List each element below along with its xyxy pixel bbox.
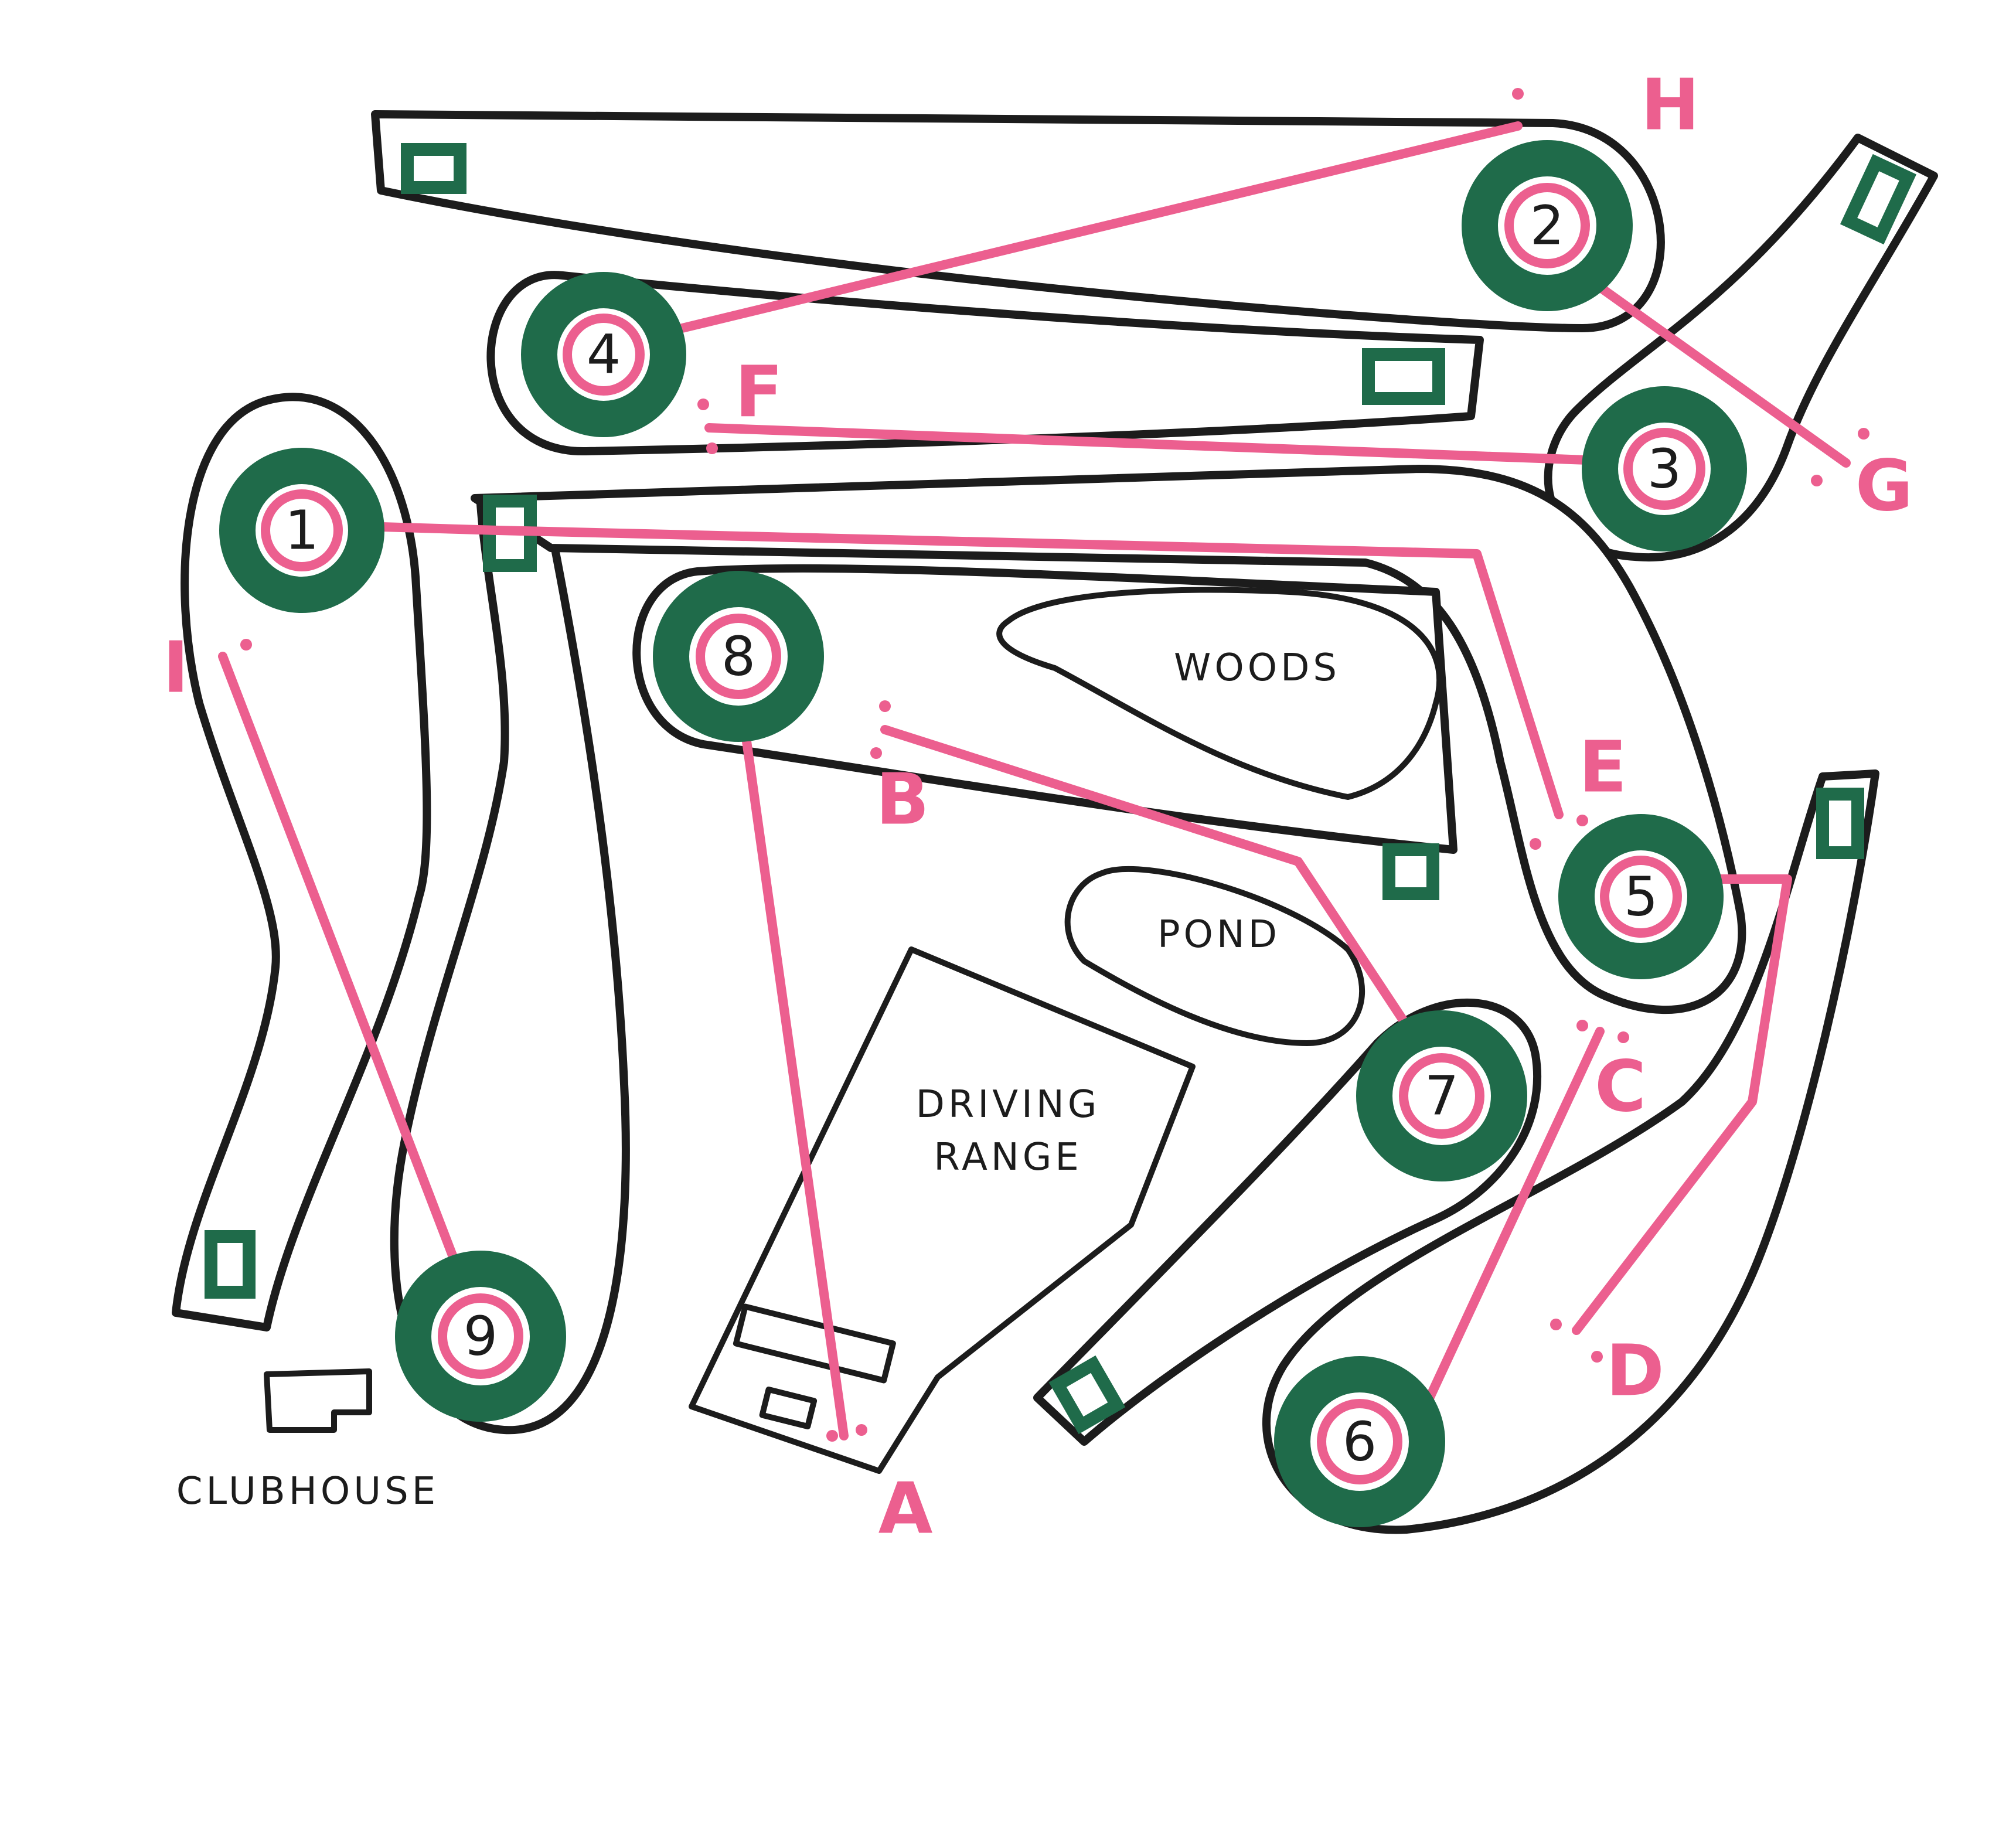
marker-label-c[interactable]: C [1595,1047,1646,1128]
marker-dots [240,88,1869,1442]
marker-label-h[interactable]: H [1641,65,1700,147]
hole-number-4: 4 [587,323,621,386]
driving-range-hut [759,1386,818,1429]
hole-number-9: 9 [464,1305,498,1368]
tee-box-hole-8 [1382,843,1439,900]
pond-area [1064,866,1365,1046]
driving-range-label-line2: RANGE [934,1136,1082,1179]
route-h-to-hole-4 [605,121,1523,350]
green-hole-7[interactable]: 7 [1356,1010,1527,1181]
green-hole-4[interactable]: 4 [521,272,686,437]
green-hole-9[interactable]: 9 [395,1251,566,1422]
green-hole-5[interactable]: 5 [1558,814,1724,979]
marker-label-a[interactable]: A [878,1469,933,1550]
tee-box-hole-6 [1816,788,1864,859]
route-c-to-hole-6 [1402,1027,1605,1452]
clubhouse-label: CLUBHOUSE [176,1470,439,1513]
marker-label-b[interactable]: B [876,760,929,841]
route-b-to-hole-7 [880,725,1435,1065]
marker-label-f[interactable]: F [735,352,783,434]
route-f-to-hole-3 [704,423,1672,468]
marker-label-i[interactable]: I [163,628,189,709]
green-hole-8[interactable]: 8 [653,571,824,742]
route-hole-8-to-a [734,678,849,1440]
pond-label: POND [1157,913,1281,956]
hole-number-7: 7 [1425,1065,1459,1128]
green-hole-6[interactable]: 6 [1274,1356,1445,1527]
hole-number-2: 2 [1530,195,1565,257]
green-hole-2[interactable]: 2 [1462,140,1633,311]
driving-range-label-line1: DRIVING [916,1083,1101,1126]
hole-number-3: 3 [1647,438,1682,500]
tee-box-hole-2 [401,143,466,194]
hole-number-8: 8 [721,625,756,688]
tee-box-hole-4 [1362,348,1445,405]
route-i-to-hole-9 [218,652,474,1303]
green-hole-3[interactable]: 3 [1582,386,1747,551]
driving-range-tee-box [733,1303,896,1384]
marker-label-g[interactable]: G [1855,446,1913,527]
hole-number-5: 5 [1624,866,1659,928]
hole-number-6: 6 [1343,1411,1377,1473]
route-hole-1-to-tee [300,520,1564,819]
route-hole-2-to-g [1554,253,1851,468]
woods-area [996,587,1443,800]
hole-number-1: 1 [285,499,319,562]
clubhouse-building [264,1368,372,1433]
woods-label: WOODS [1174,646,1340,690]
tee-box-hole-7 [1048,1355,1126,1435]
tee-box-hole-9 [205,1230,256,1299]
marker-label-e[interactable]: E [1579,727,1627,809]
green-hole-1[interactable]: 1 [219,448,384,613]
marker-label-d[interactable]: D [1606,1331,1664,1412]
tee-box-hole-3 [1840,154,1917,245]
